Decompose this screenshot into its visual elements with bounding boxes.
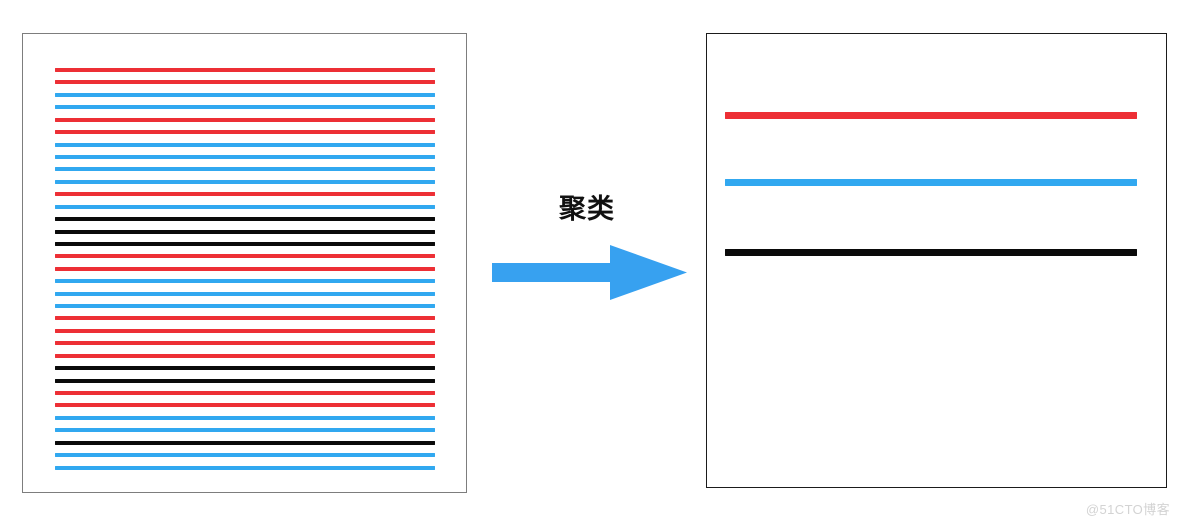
unclustered-line-red (55, 130, 435, 135)
unclustered-line-red (55, 80, 435, 85)
unclustered-line-blue (55, 428, 435, 433)
unclustered-line-red (55, 328, 435, 333)
clustered-line-red (725, 112, 1137, 120)
watermark-text: @51CTO博客 (1085, 502, 1170, 517)
unclustered-line-blue (55, 415, 435, 420)
clustered-line-black (725, 249, 1137, 257)
unclustered-line-blue (55, 204, 435, 209)
unclustered-line-blue (55, 304, 435, 309)
unclustered-line-blue (55, 279, 435, 284)
unclustered-line-red (55, 266, 435, 271)
unclustered-line-red (55, 254, 435, 259)
line-stack-unclustered (55, 67, 435, 477)
clustered-lines-panel (706, 33, 1167, 488)
unclustered-line-blue (55, 179, 435, 184)
unclustered-line-blue (55, 291, 435, 296)
clustered-line-blue (725, 178, 1137, 186)
unclustered-line-blue (55, 92, 435, 97)
unclustered-line-red (55, 341, 435, 346)
unclustered-line-red (55, 403, 435, 408)
unclustered-line-red (55, 68, 435, 72)
unclustered-line-black (55, 241, 435, 246)
unclustered-line-black (55, 366, 435, 371)
unclustered-line-blue (55, 465, 435, 470)
unclustered-line-red (55, 192, 435, 197)
unclustered-line-red (55, 353, 435, 358)
unclustered-line-black (55, 229, 435, 234)
unclustered-line-black (55, 440, 435, 445)
unclustered-line-black (55, 378, 435, 383)
right-arrow-icon (492, 245, 687, 300)
line-stack-clustered (725, 54, 1137, 469)
unclustered-line-red (55, 316, 435, 321)
unclustered-line-blue (55, 142, 435, 147)
unclustered-line-red (55, 117, 435, 122)
clustering-caption: 聚类 (559, 194, 615, 224)
clustering-transform-group: 聚类 (487, 192, 687, 302)
unclustered-line-red (55, 391, 435, 396)
unclustered-line-blue (55, 453, 435, 458)
unclustered-line-black (55, 217, 435, 222)
unclustered-line-blue (55, 154, 435, 159)
unclustered-line-blue (55, 105, 435, 110)
unclustered-line-blue (55, 167, 435, 172)
unclustered-lines-panel (22, 33, 467, 493)
